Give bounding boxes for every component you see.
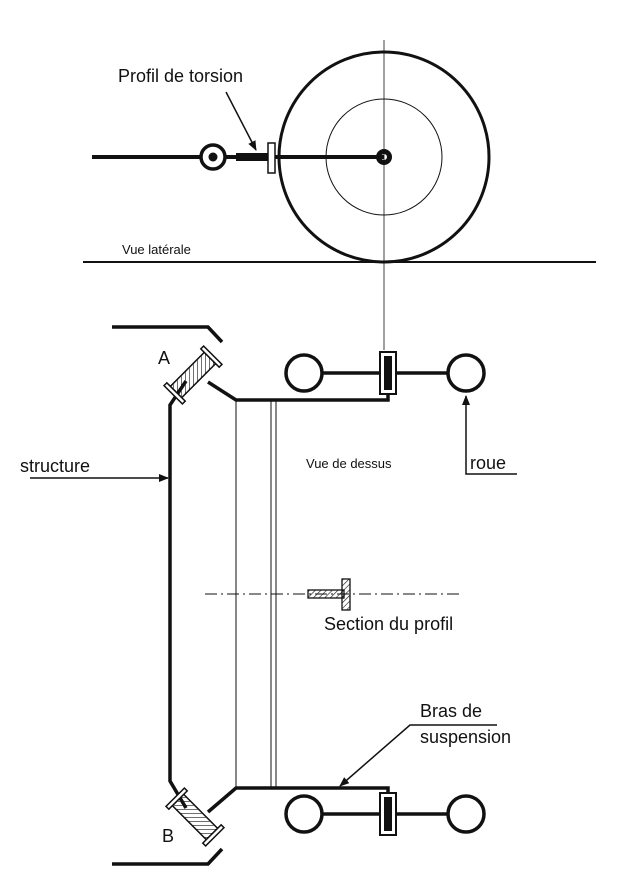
- roue-leader: [462, 395, 517, 475]
- wheel-left-bottom: [284, 794, 324, 834]
- pivot-b: [164, 786, 226, 848]
- bras-leader: [339, 724, 497, 787]
- roue-label: roue: [470, 453, 506, 473]
- top-view: A B roue structure Vue de dessus: [20, 325, 517, 866]
- side-pivot-inner: [208, 152, 218, 162]
- bras-label-line1: Bras de: [420, 701, 482, 721]
- structure-frame-top: [112, 325, 224, 344]
- torsion-label: Profil de torsion: [118, 66, 243, 86]
- wheel-left-top: [284, 353, 324, 393]
- side-view: Profil de torsion Vue latérale: [83, 50, 596, 264]
- wheel-assembly-bottom: [284, 792, 486, 836]
- bras-label-line2: suspension: [420, 727, 511, 747]
- torsion-leader: [225, 91, 257, 151]
- side-torsion-section: [236, 153, 268, 161]
- wheel-right-top: [446, 353, 486, 393]
- section-profile-shape: [307, 578, 351, 611]
- wheel-right-bottom: [446, 794, 486, 834]
- structure-label: structure: [20, 456, 90, 476]
- structure-frame-side: [168, 380, 188, 809]
- pivot-a-label: A: [158, 348, 170, 368]
- top-view-label: Vue de dessus: [306, 456, 392, 471]
- side-torsion-flange: [267, 142, 276, 174]
- section-label: Section du profil: [324, 614, 453, 634]
- pivot-a: [162, 344, 224, 406]
- wheel-assembly-top: [284, 351, 486, 395]
- structure-frame-bottom: [112, 847, 224, 866]
- pivot-b-label: B: [162, 826, 174, 846]
- side-view-label: Vue latérale: [122, 242, 191, 257]
